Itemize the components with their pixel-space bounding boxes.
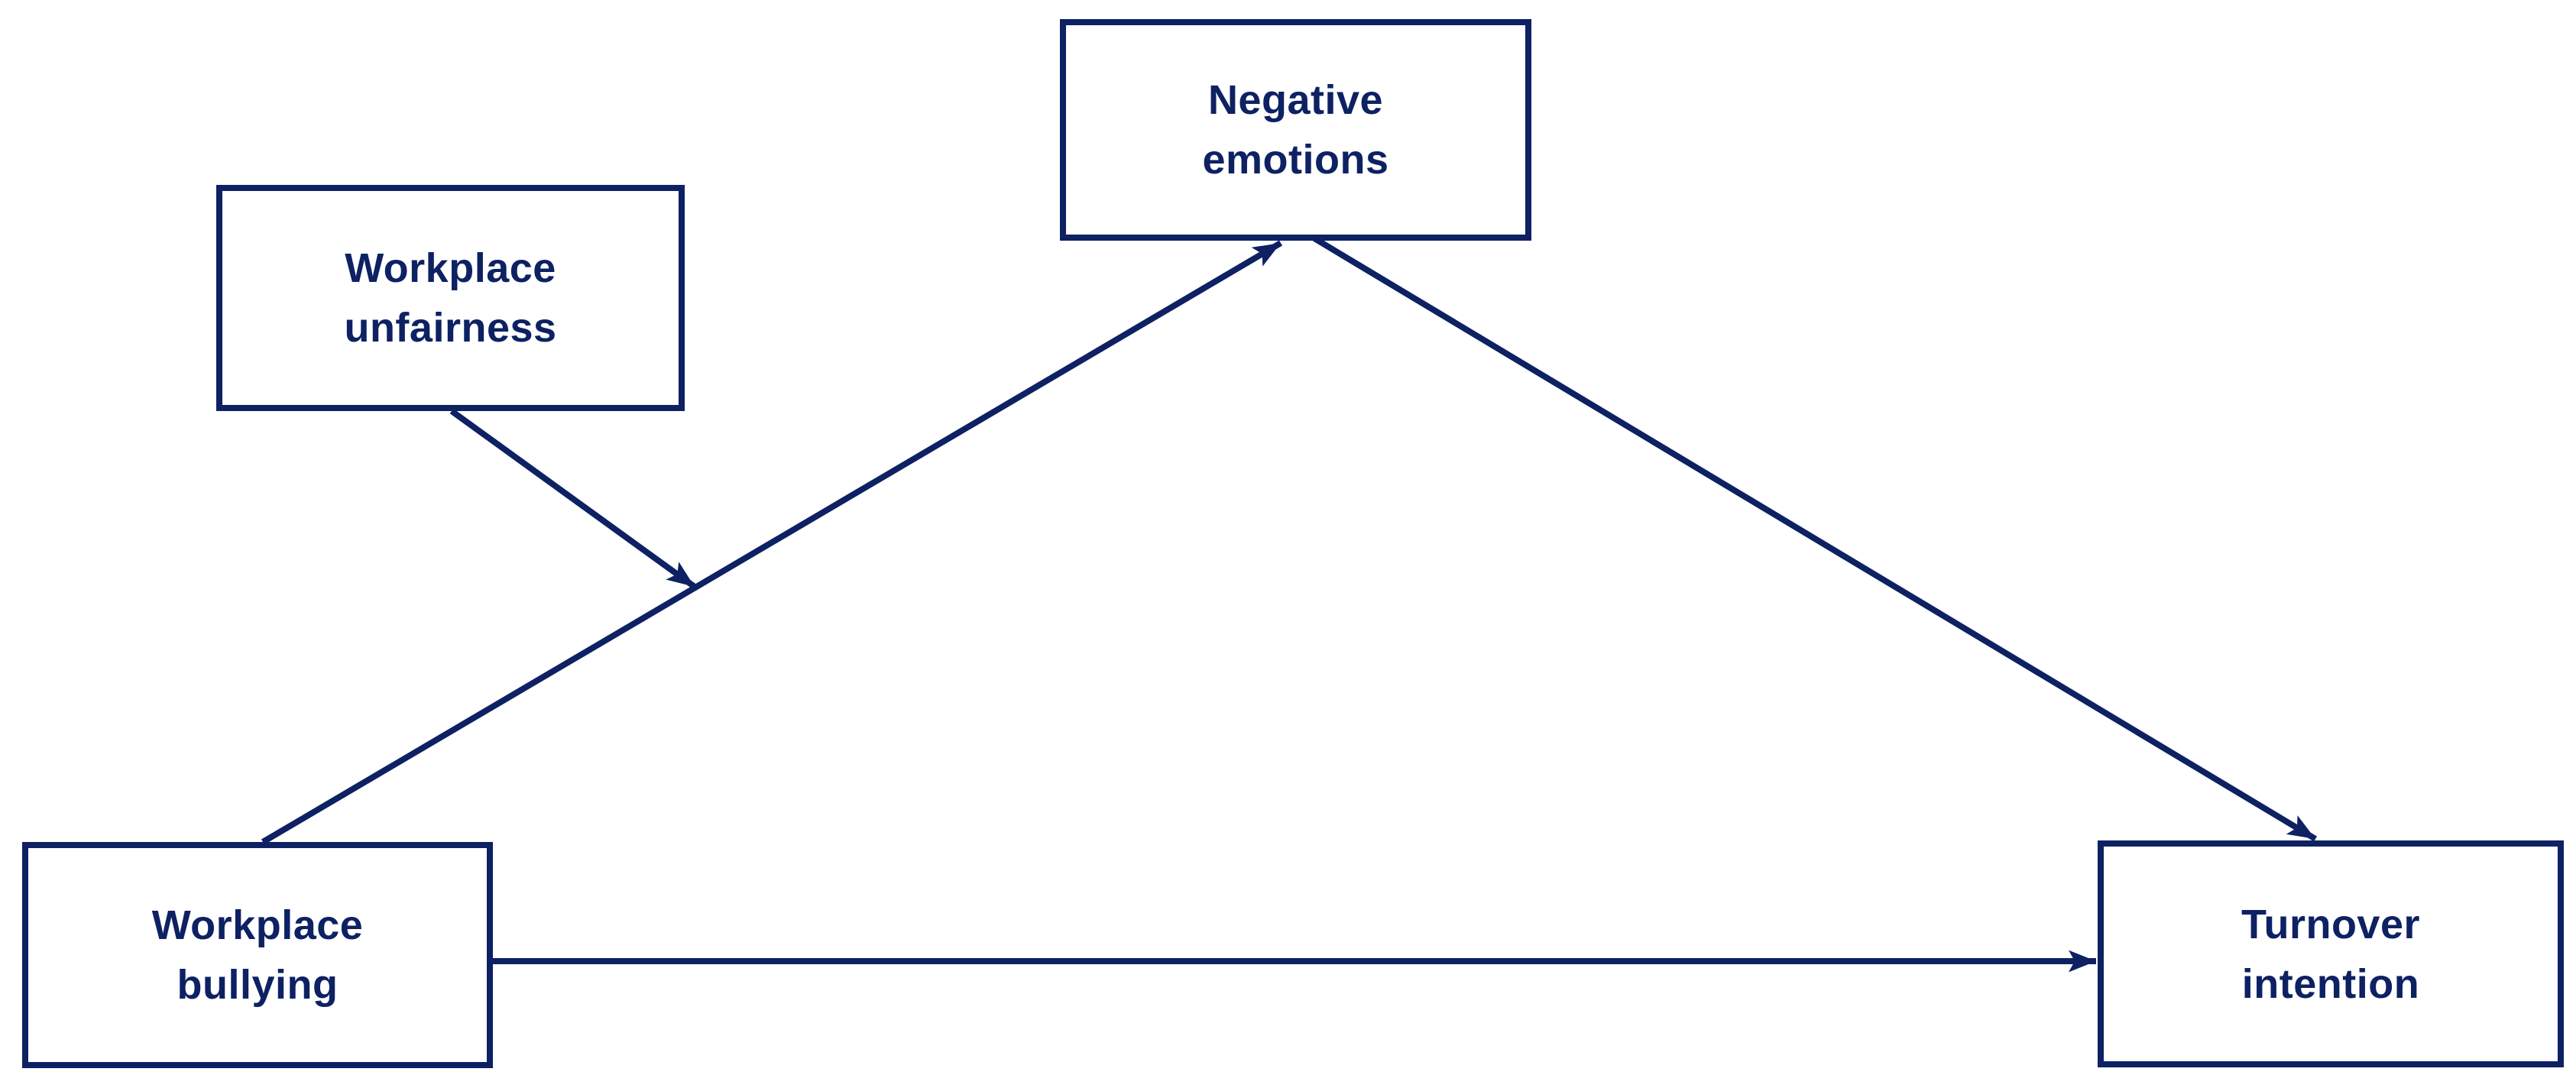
node-negative-emotions-label: Negative emotions: [1202, 77, 1389, 183]
node-turnover-intention-label: Turnover intention: [2241, 901, 2421, 1007]
node-negative-emotions: Negative emotions: [1060, 19, 1531, 241]
node-workplace-bullying-label: Workplace bullying: [151, 902, 364, 1008]
arrow-bullying-to-negative-emotions: [261, 240, 1283, 845]
node-workplace-unfairness-label: Workplace unfairness: [344, 245, 557, 351]
node-workplace-bullying: Workplace bullying: [22, 842, 493, 1068]
node-turnover-intention: Turnover intention: [2098, 840, 2564, 1067]
arrow-negative-emotions-to-turnover: [1312, 235, 2318, 842]
arrow-unfairness-moderation: [449, 408, 697, 590]
node-workplace-unfairness: Workplace unfairness: [216, 185, 685, 411]
